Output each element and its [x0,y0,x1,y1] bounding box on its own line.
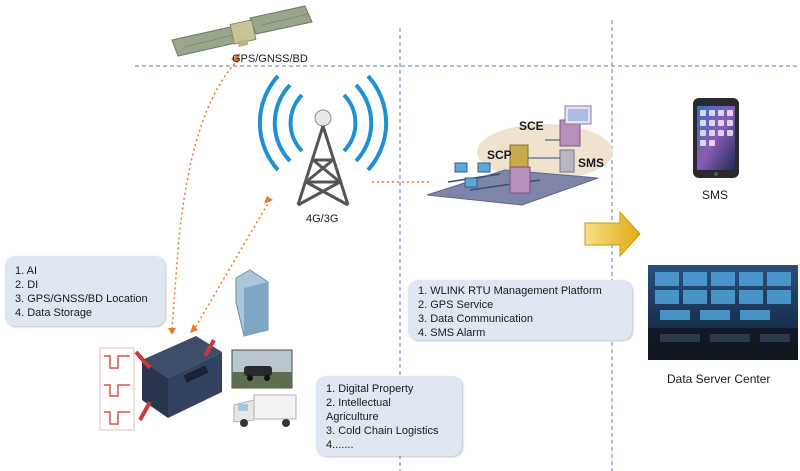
list-item: 1. WLINK RTU Management Platform [418,285,602,297]
platform-network-illustration [426,105,613,206]
rtu-device-icon [134,336,222,421]
list-item: 2. Intellectual [326,397,391,409]
list-item: 4. Data Storage [15,307,93,319]
dashed-guide-lines [135,20,800,471]
satellite-icon [171,5,313,57]
list-item: 4....... [326,439,354,451]
sms-server-icon [559,149,575,173]
satellite-to-device-link [171,59,239,329]
platform-services-box: 1. WLINK RTU Management Platform 2. GPS … [408,280,632,340]
smartphone-icon [693,98,739,178]
refrigerated-truck-icon [233,394,297,427]
data-center-label: Data Server Center [667,372,771,386]
list-item: 4. SMS Alarm [418,327,486,339]
scp-label: SCP [487,148,512,162]
signal-waveform-icon [99,347,135,431]
list-item: 1. Digital Property [326,383,414,395]
device-features-box: 1. AI 2. DI 3. GPS/GNSS/BD Location 4. D… [5,256,165,326]
phone-sms-label: SMS [702,188,729,202]
building-icon [235,269,269,337]
scp-server-icon [509,144,531,194]
list-item: 3. GPS/GNSS/BD Location [15,293,148,305]
sms-server-label: SMS [578,156,605,170]
tower-label: 4G/3G [306,213,339,225]
data-center-photo [648,265,798,360]
sce-label: SCE [519,119,544,133]
forward-arrow-icon [584,210,641,258]
applications-box: 1. Digital Property 2. Intellectual Agri… [316,376,462,456]
link-arrowheads [168,53,273,335]
list-item: 2. DI [15,279,39,291]
list-item: 3. Cold Chain Logistics [326,425,439,437]
sce-server-icon [559,105,592,147]
satellite-label: GPS/GNSS/BD [232,53,308,65]
cell-tower-icon [257,74,389,207]
list-item: 2. GPS Service [418,299,494,311]
workstation-icon [454,162,491,188]
list-item: 3. Data Communication [418,313,533,325]
car-scene-photo [231,349,293,389]
list-item: Agriculture [326,411,379,423]
list-item: 1. AI [15,265,38,277]
